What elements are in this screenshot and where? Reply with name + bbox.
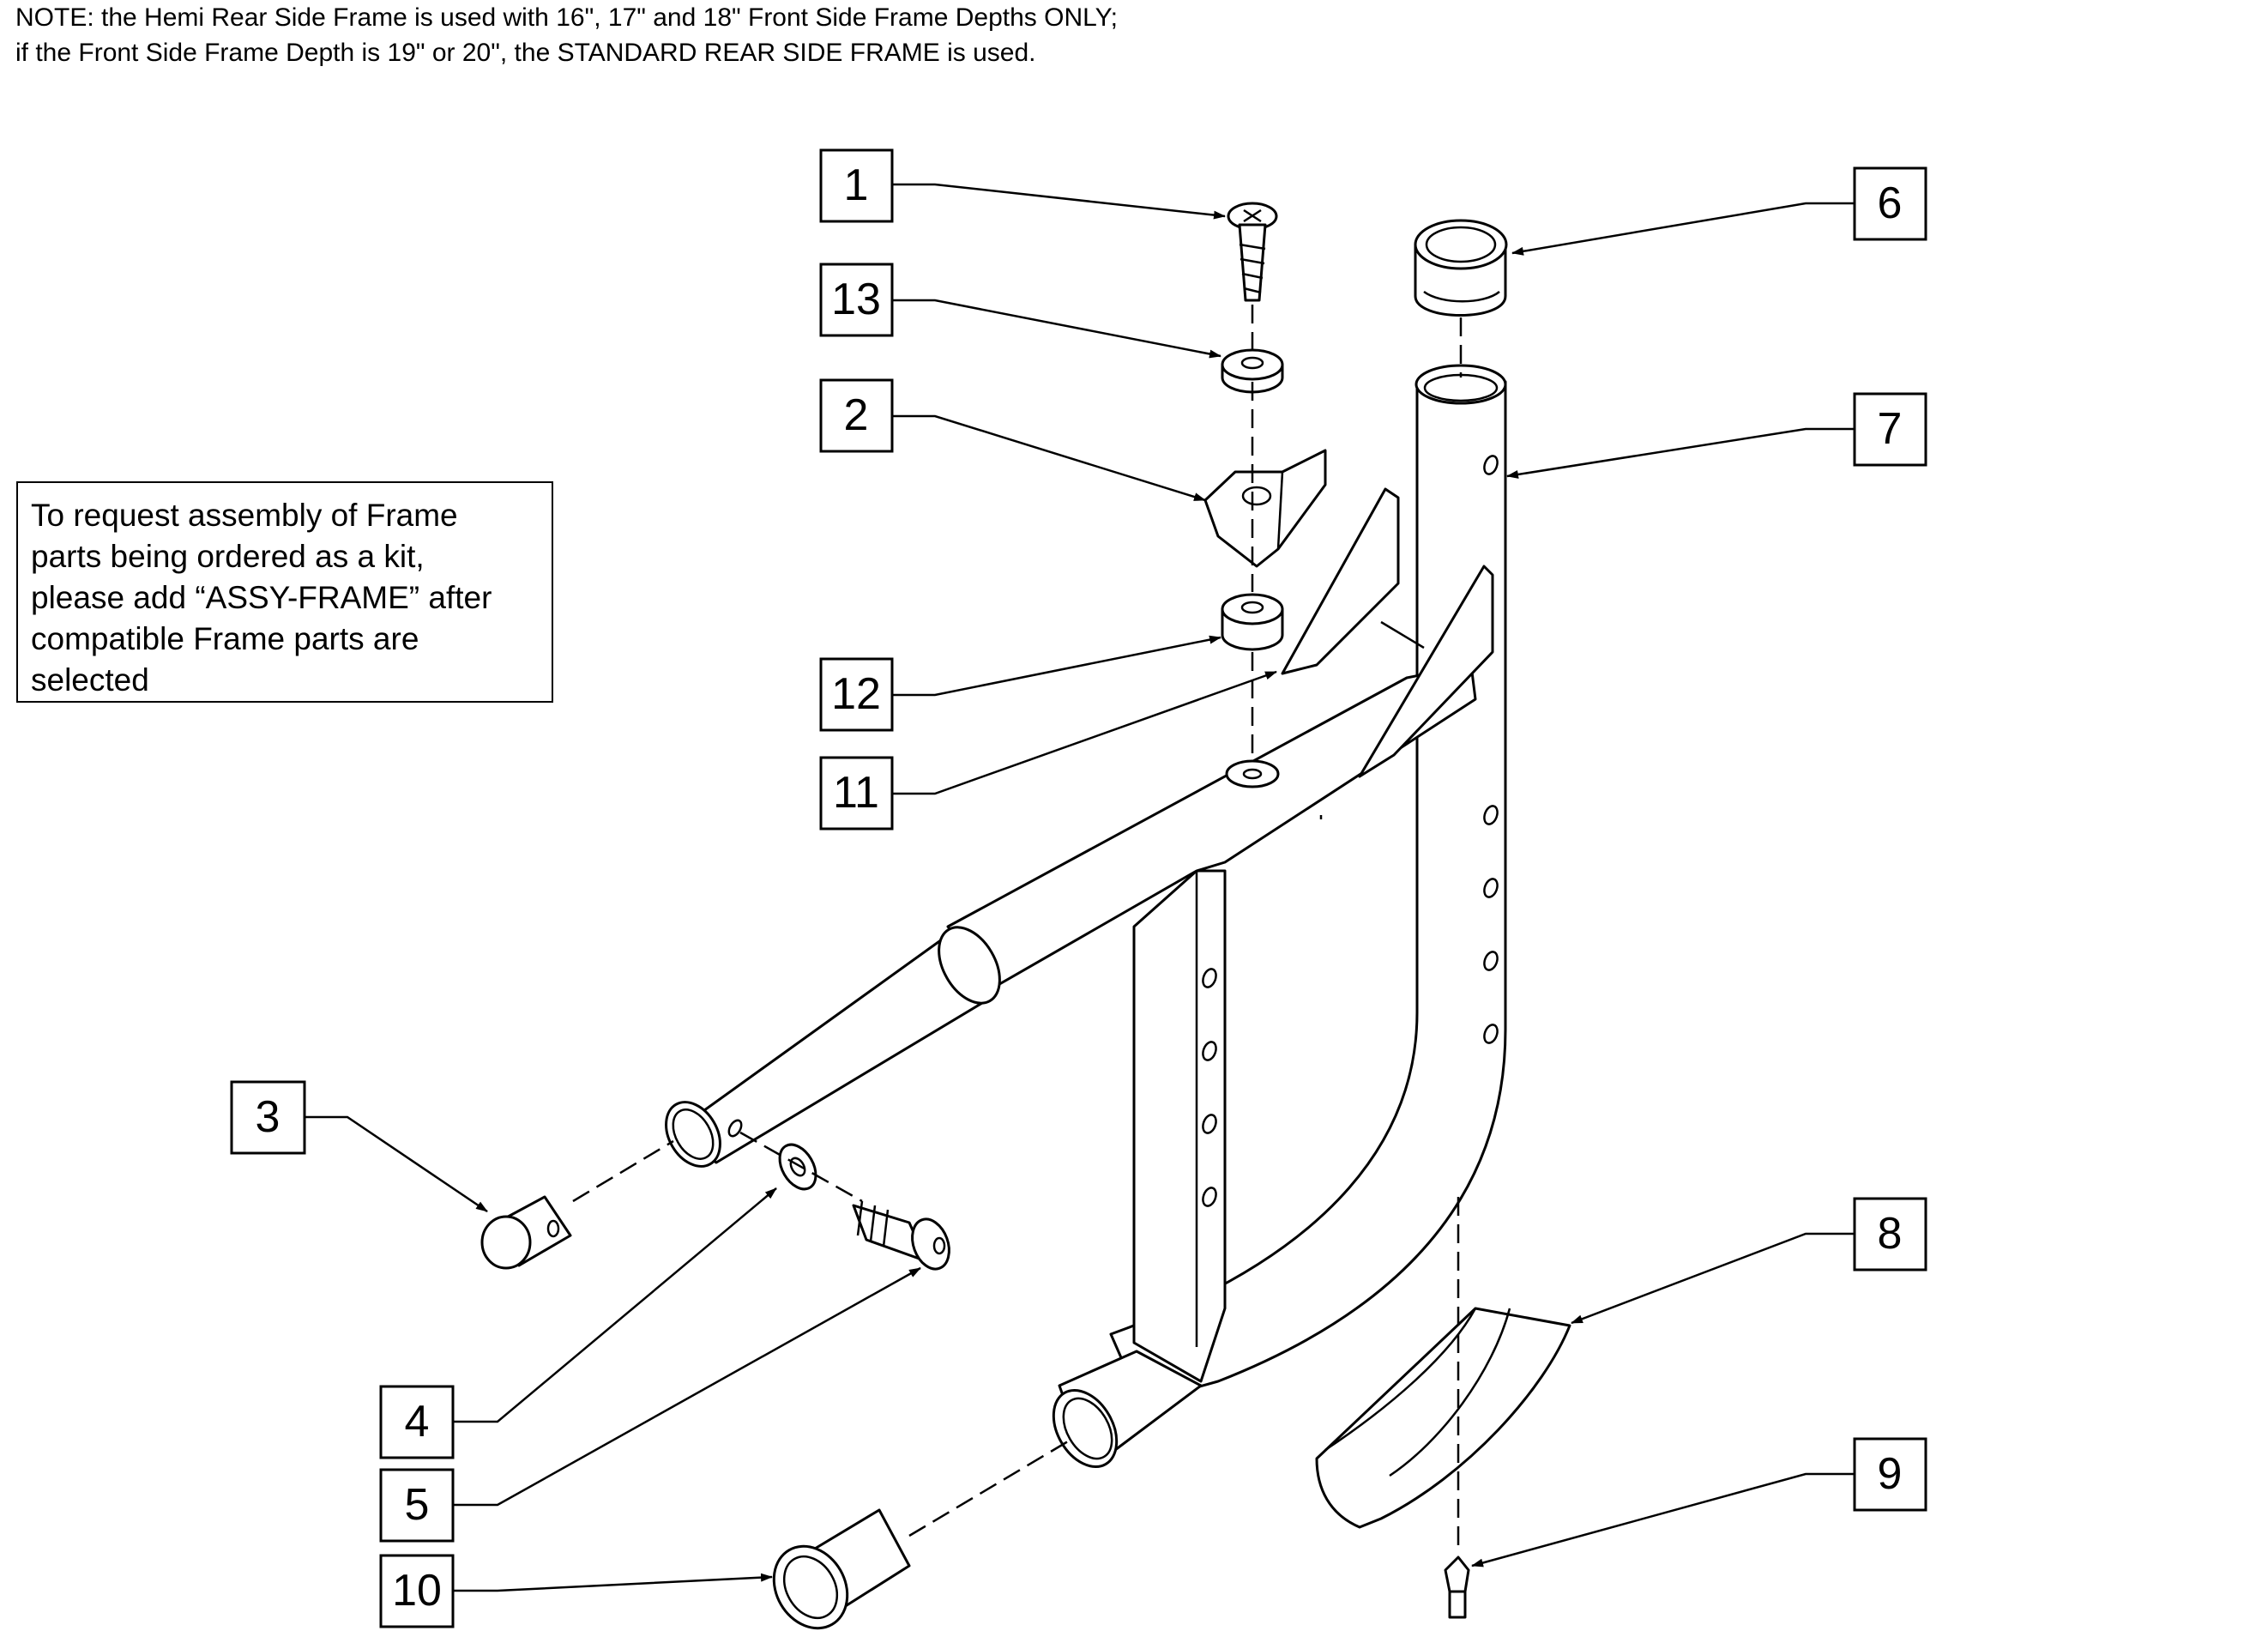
part-13-washer bbox=[1221, 348, 1284, 394]
callout-12: 12 bbox=[819, 657, 894, 732]
adjustment-hole bbox=[1202, 1114, 1217, 1134]
callout-11: 11 bbox=[819, 756, 894, 831]
assembly-request-box: To request assembly of Frame parts being… bbox=[16, 481, 553, 703]
callout-10: 10 bbox=[379, 1554, 455, 1628]
callout-6: 6 bbox=[1853, 166, 1927, 241]
part-2-clamp bbox=[1203, 449, 1327, 568]
callout-label: 2 bbox=[844, 390, 869, 440]
adjustment-hole bbox=[1202, 1041, 1217, 1061]
assembly-request-line: selected bbox=[31, 662, 149, 698]
gusset-plate bbox=[1358, 565, 1494, 778]
vertical-tube-top-opening bbox=[1414, 364, 1507, 405]
callout-13: 13 bbox=[819, 263, 894, 337]
top-rail-opening bbox=[665, 1101, 721, 1168]
callout-4: 4 bbox=[379, 1385, 455, 1459]
top-rail bbox=[946, 663, 1477, 988]
assembly-request-line: compatible Frame parts are bbox=[31, 621, 419, 656]
note-line-1: NOTE: the Hemi Rear Side Frame is used w… bbox=[15, 3, 1118, 32]
callout-8: 8 bbox=[1853, 1197, 1927, 1272]
part-1-screw bbox=[1227, 202, 1278, 302]
part-4-washer bbox=[778, 1143, 817, 1191]
assembly-request-line: parts being ordered as a kit, bbox=[31, 539, 425, 574]
part-10-insert bbox=[772, 1508, 911, 1630]
adjustment-hole bbox=[1483, 805, 1499, 825]
callout-1: 1 bbox=[819, 148, 894, 223]
part-6-cap bbox=[1414, 219, 1508, 317]
callout-label: 3 bbox=[256, 1092, 280, 1142]
note-text: NOTE: the Hemi Rear Side Frame is used w… bbox=[15, 0, 1118, 70]
leader-lines bbox=[305, 183, 1855, 1592]
adjustment-hole bbox=[1202, 1187, 1217, 1207]
rail-hole bbox=[727, 1119, 743, 1138]
callout-label: 4 bbox=[405, 1397, 430, 1447]
adjustment-hole bbox=[1483, 1024, 1499, 1044]
assembly-request-line: To request assembly of Frame bbox=[31, 498, 458, 533]
callout-label: 8 bbox=[1878, 1209, 1903, 1259]
adjustment-hole bbox=[1202, 968, 1217, 988]
front-post bbox=[1132, 869, 1227, 1383]
part-9-clip bbox=[1444, 1555, 1470, 1619]
rear-side-frame bbox=[665, 364, 1507, 1469]
part-11-washer bbox=[1225, 759, 1280, 788]
note-line-2: if the Front Side Frame Depth is 19" or … bbox=[15, 39, 1036, 67]
callout-3: 3 bbox=[230, 1080, 306, 1155]
callout-label: 12 bbox=[831, 669, 881, 719]
adjustment-hole bbox=[1483, 455, 1499, 475]
callout-label: 7 bbox=[1878, 404, 1903, 454]
callout-label: 6 bbox=[1878, 178, 1903, 228]
part-5-bolt bbox=[852, 1200, 950, 1271]
part-12-spacer bbox=[1221, 593, 1284, 651]
gusset-plate bbox=[1281, 487, 1400, 675]
top-rail-joint bbox=[938, 926, 1001, 1005]
callout-2: 2 bbox=[819, 378, 894, 453]
callout-label: 9 bbox=[1878, 1449, 1903, 1499]
callout-label: 11 bbox=[833, 768, 879, 818]
callout-7: 7 bbox=[1853, 392, 1927, 467]
callout-label: 5 bbox=[405, 1480, 430, 1530]
callout-label: 13 bbox=[831, 275, 881, 324]
part-8-armrest-pad bbox=[1315, 1307, 1571, 1529]
callout-9: 9 bbox=[1853, 1437, 1927, 1512]
callout-5: 5 bbox=[379, 1468, 455, 1543]
adjustment-hole bbox=[1483, 878, 1499, 898]
part-3-end-cap bbox=[480, 1195, 572, 1270]
bottom-tube-opening bbox=[1052, 1388, 1119, 1469]
assembly-request-line: please add “ASSY-FRAME” after bbox=[31, 580, 492, 615]
callout-label: 1 bbox=[844, 160, 869, 210]
adjustment-hole bbox=[1483, 951, 1499, 971]
callout-label: 10 bbox=[392, 1566, 442, 1616]
